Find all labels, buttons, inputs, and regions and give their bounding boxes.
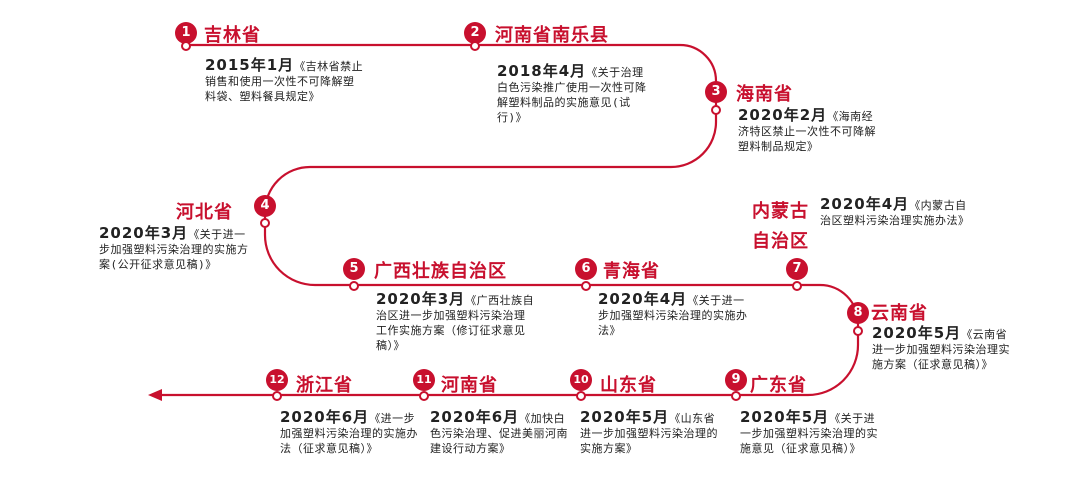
milestone-date: 2020年6月 [280,408,370,426]
milestone-badge: 1 [175,22,197,44]
milestone-date: 2020年4月 [820,195,910,213]
milestone-pin [470,41,480,51]
milestone-date: 2020年3月 [376,290,466,308]
milestone-badge: 12 [266,369,288,391]
milestone-description: 2020年6月《加快白色污染治理、促进美丽河南建设行动方案》 [430,410,570,456]
milestone-pin [581,281,591,291]
milestone-date: 2015年1月 [205,56,295,74]
milestone-description: 2020年5月《云南省进一步加强塑料污染治理实施方案（征求意见稿）》 [872,326,1012,372]
milestone-description: 2015年1月《吉林省禁止销售和使用一次性不可降解塑料袋、塑料餐具规定》 [205,58,365,104]
milestone-date: 2020年6月 [430,408,520,426]
milestone-badge: 9 [725,369,747,391]
milestone-date: 2020年5月 [872,324,962,342]
milestone-province: 河南省南乐县 [495,25,609,46]
milestone-province: 浙江省 [296,375,353,396]
milestone-description: 2020年3月《广西壮族自治区进一步加强塑料污染治理工作实施方案（修订征求意见稿… [376,292,536,353]
milestone-province: 山东省 [600,375,657,396]
milestone-policy-text: 《加快白色污染治理、促进美丽河南建设行动方案》 [430,412,568,455]
milestone-description: 2020年5月《山东省进一步加强塑料污染治理的实施方案》 [580,410,720,456]
milestone-description: 2018年4月《关于治理白色污染推广使用一次性可降解塑料制品的实施意见(试行)》 [497,64,652,125]
milestone-badge: 3 [705,81,727,103]
milestone-pin [349,281,359,291]
milestone-description: 2020年4月《内蒙古自治区塑料污染治理实施办法》 [820,197,970,228]
milestone-pin [711,105,721,115]
milestone-badge: 7 [786,258,808,280]
milestone-pin [792,281,802,291]
milestone-pin [181,41,191,51]
arrow-head-icon [148,389,162,401]
milestone-badge: 4 [254,195,276,217]
milestone-badge: 6 [575,258,597,280]
milestone-policy-text: 《关于进一步加强塑料污染治理的实施意见（征求意见稿）》 [740,412,878,455]
milestone-pin [260,218,270,228]
milestone-date: 2018年4月 [497,62,587,80]
milestone-policy-text: 《关于进一步加强塑料污染治理的实施办法》 [598,294,748,337]
milestone-policy-text: 《云南省进一步加强塑料污染治理实施方案（征求意见稿）》 [872,328,1010,371]
milestone-province: 河北省 [176,202,233,223]
milestone-date: 2020年4月 [598,290,688,308]
milestone-province: 内蒙古自治区 [752,201,809,252]
milestone-pin [272,391,282,401]
milestone-badge: 2 [464,22,486,44]
milestone-province: 广西壮族自治区 [374,261,507,282]
milestone-policy-text: 《山东省进一步加强塑料污染治理的实施方案》 [580,412,718,455]
milestone-date: 2020年5月 [580,408,670,426]
milestone-province: 云南省 [871,303,928,324]
milestone-description: 2020年4月《关于进一步加强塑料污染治理的实施办法》 [598,292,748,338]
milestone-badge: 10 [570,369,592,391]
milestone-date: 2020年5月 [740,408,830,426]
milestone-pin [853,326,863,336]
milestone-policy-text: 《海南经济特区禁止一次性不可降解塑料制品规定》 [738,110,876,153]
milestone-badge: 5 [343,258,365,280]
milestone-province: 河南省 [441,375,498,396]
milestone-province: 广东省 [750,375,807,396]
milestone-pin [576,391,586,401]
milestone-pin [419,391,429,401]
milestone-pin [731,391,741,401]
milestone-province: 吉林省 [204,25,261,46]
milestone-date: 2020年2月 [738,106,828,124]
milestone-policy-text: 《内蒙古自治区塑料污染治理实施办法》 [820,199,970,227]
milestone-badge: 8 [847,302,869,324]
milestone-description: 2020年2月《海南经济特区禁止一次性不可降解塑料制品规定》 [738,108,878,154]
milestone-date: 2020年3月 [99,224,189,242]
milestone-policy-text: 《吉林省禁止销售和使用一次性不可降解塑料袋、塑料餐具规定》 [205,60,364,103]
milestone-policy-text: 《关于进一步加强塑料污染治理的实施方案(公开征求意见稿)》 [99,228,249,271]
milestone-province: 青海省 [603,261,660,282]
milestone-badge: 11 [413,369,435,391]
milestone-description: 2020年5月《关于进一步加强塑料污染治理的实施意见（征求意见稿）》 [740,410,880,456]
milestone-description: 2020年3月《关于进一步加强塑料污染治理的实施方案(公开征求意见稿)》 [99,226,249,272]
milestone-policy-text: 《广西壮族自治区进一步加强塑料污染治理工作实施方案（修订征求意见稿）》 [376,294,535,352]
milestone-province: 海南省 [736,84,793,105]
milestone-description: 2020年6月《进一步加强塑料污染治理的实施办法（征求意见稿）》 [280,410,420,456]
milestone-policy-text: 《关于治理白色污染推广使用一次性可降解塑料制品的实施意见(试行)》 [497,66,647,124]
milestone-policy-text: 《进一步加强塑料污染治理的实施办法（征求意见稿）》 [280,412,418,455]
